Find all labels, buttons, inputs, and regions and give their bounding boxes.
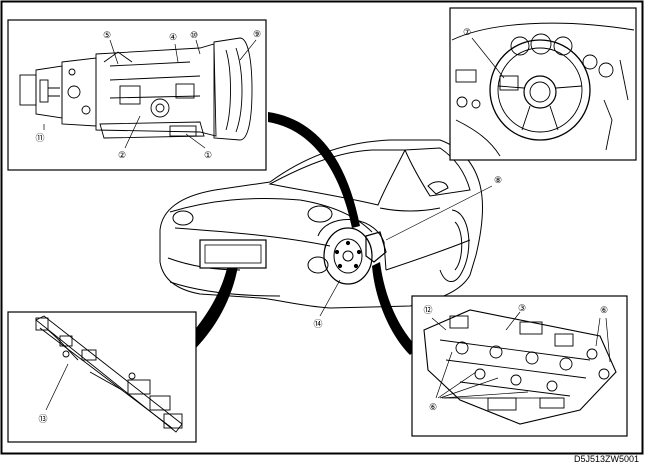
callout-3: ③: [518, 303, 526, 313]
callout-4: ④: [169, 32, 177, 42]
callouts: ① ② ③ ④ ⑤ ⑥ ⑥ ⑦ ⑧ ⑨ ⑩ ⑪ ⑫ ⑬ ⑭: [35, 27, 608, 424]
wiring-leader: [45, 363, 69, 411]
callout-1: ①: [204, 150, 212, 160]
callout-6-top: ⑥: [600, 305, 608, 315]
license-plate-inner: [204, 244, 262, 264]
license-plate: [199, 239, 267, 269]
inset-valve-body: [411, 295, 628, 437]
callout-12: ⑫: [423, 305, 432, 315]
steering-leader: [471, 37, 505, 79]
callout-11: ⑪: [35, 133, 44, 143]
callout-7: ⑦: [463, 27, 471, 37]
figure-code: D5J513ZW5001: [573, 454, 639, 464]
callout-5: ⑤: [103, 30, 111, 40]
transmission-leaders: [43, 39, 257, 149]
band-wiring: [186, 264, 238, 348]
vehicle-illustration: [159, 139, 484, 309]
callout-2: ②: [118, 150, 126, 160]
wiring-illustration: [35, 315, 183, 433]
tcm-leader: [385, 185, 493, 241]
steering-wheel-illustration: [451, 22, 635, 157]
callout-9: ⑨: [253, 29, 261, 39]
valve-body-leaders: [431, 311, 611, 399]
transmission-illustration: [19, 37, 253, 141]
vss-leader: [319, 279, 341, 317]
callout-13: ⑬: [38, 414, 47, 424]
inset-transmission: [7, 19, 267, 171]
band-valve-body: [372, 262, 418, 355]
callout-8: ⑧: [494, 175, 502, 185]
callout-10: ⑩: [190, 30, 198, 40]
valve-body-illustration: [423, 309, 617, 425]
callout-14: ⑭: [313, 319, 322, 329]
callout-6-bottom: ⑥: [429, 402, 437, 412]
inset-wiring: [7, 311, 197, 443]
